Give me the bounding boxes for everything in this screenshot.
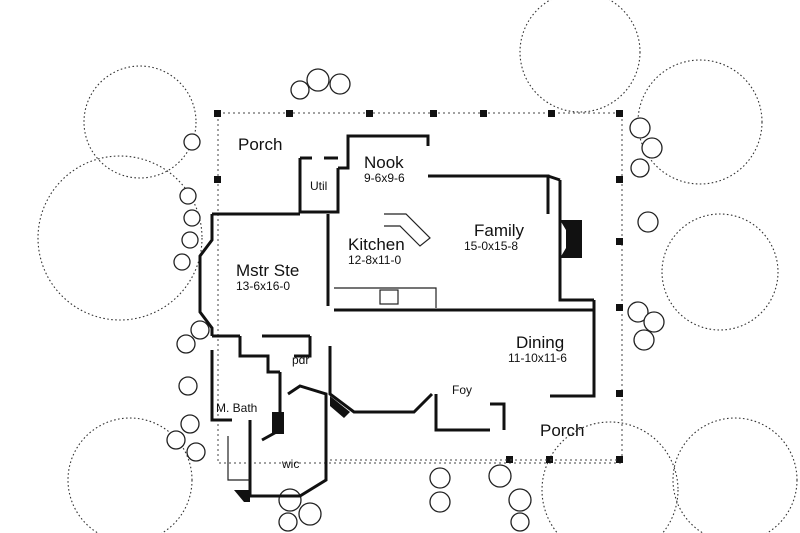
room-label-porch-front: Porch bbox=[540, 421, 584, 440]
porch-outline bbox=[214, 110, 623, 464]
room-labels: Porch Nook 9-6x9-6 Util Family 15-0x15-8… bbox=[216, 135, 584, 471]
room-label-m-bath: M. Bath bbox=[216, 401, 257, 415]
room-label-family: Family bbox=[474, 221, 525, 240]
room-size-kitchen: 12-8x11-0 bbox=[348, 253, 401, 267]
room-size-nook: 9-6x9-6 bbox=[364, 171, 405, 185]
room-label-pdr: pdr bbox=[292, 353, 309, 367]
room-size-mstr-ste: 13-6x16-0 bbox=[236, 279, 290, 293]
room-label-porch-rear: Porch bbox=[238, 135, 282, 154]
landscape-shrubs bbox=[166, 68, 665, 532]
room-label-wic: wic bbox=[281, 457, 299, 471]
room-size-dining: 11-10x11-6 bbox=[508, 351, 567, 365]
room-label-util: Util bbox=[310, 179, 327, 193]
room-label-mstr-ste: Mstr Ste bbox=[236, 261, 299, 280]
house-walls bbox=[198, 134, 620, 502]
room-label-kitchen: Kitchen bbox=[348, 235, 405, 254]
room-label-nook: Nook bbox=[364, 153, 404, 172]
room-label-foy: Foy bbox=[452, 383, 472, 397]
landscape-trees bbox=[37, 0, 798, 533]
room-size-family: 15-0x15-8 bbox=[464, 239, 518, 253]
room-label-dining: Dining bbox=[516, 333, 564, 352]
